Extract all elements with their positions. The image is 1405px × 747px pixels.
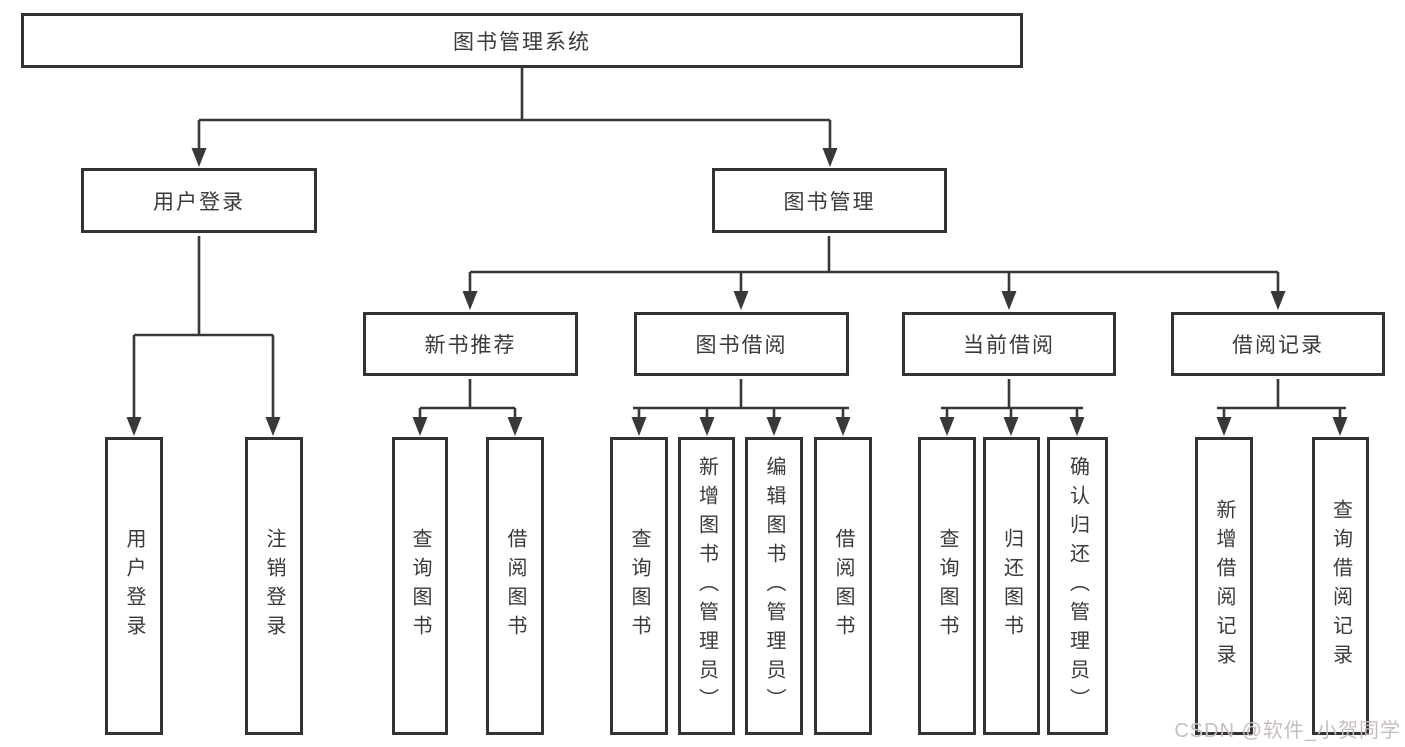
csdn-watermark: CSDN @软件_小贺同学 (1174, 720, 1401, 742)
node-label: 用户登录 (153, 190, 245, 214)
leaf-user-login: 用户登录 (105, 437, 163, 735)
node-library-management-system: 图书管理系统 (21, 13, 1023, 68)
leaf-logout: 注销登录 (245, 437, 303, 735)
node-book-management: 图书管理 (712, 168, 947, 233)
leaf-query-books-2: 查询图书 (610, 437, 668, 735)
node-label: 确认归还（管理员） (1066, 455, 1089, 717)
node-label: 查询借阅记录 (1329, 499, 1352, 673)
node-label: 查询图书 (409, 528, 431, 644)
node-new-book-recommend: 新书推荐 (363, 312, 578, 376)
node-label: 借阅图书 (504, 528, 526, 644)
node-label: 借阅图书 (832, 528, 854, 644)
leaf-confirm-return-admin: 确认归还（管理员） (1047, 437, 1108, 735)
leaf-borrow-books-1: 借阅图书 (486, 437, 544, 735)
leaf-query-borrow-record: 查询借阅记录 (1312, 437, 1369, 735)
leaf-query-books-3: 查询图书 (918, 437, 976, 735)
node-label: 编辑图书（管理员） (763, 455, 785, 717)
node-current-borrow: 当前借阅 (902, 312, 1116, 376)
node-label: 借阅记录 (1232, 334, 1324, 357)
node-label: 新增图书（管理员） (695, 455, 718, 717)
node-label: 查询图书 (628, 528, 650, 644)
leaf-add-borrow-record: 新增借阅记录 (1195, 437, 1253, 735)
node-book-borrow: 图书借阅 (634, 312, 849, 376)
node-label: 新增借阅记录 (1213, 499, 1235, 673)
node-label: 查询图书 (936, 528, 958, 644)
node-user-login: 用户登录 (81, 168, 317, 233)
node-label: 图书管理系统 (453, 30, 591, 54)
node-borrow-record: 借阅记录 (1171, 312, 1385, 376)
leaf-query-books-1: 查询图书 (392, 437, 448, 735)
node-label: 图书借阅 (695, 334, 788, 357)
node-label: 注销登录 (263, 528, 285, 644)
leaf-edit-book-admin: 编辑图书（管理员） (745, 437, 803, 735)
leaf-borrow-books-2: 借阅图书 (814, 437, 872, 735)
node-label: 用户登录 (123, 528, 145, 644)
node-label: 图书管理 (783, 190, 876, 214)
node-label: 归还图书 (1000, 528, 1023, 644)
leaf-add-book-admin: 新增图书（管理员） (678, 437, 735, 735)
leaf-return-book: 归还图书 (983, 437, 1040, 735)
node-label: 新书推荐 (424, 334, 517, 357)
node-label: 当前借阅 (963, 334, 1055, 357)
